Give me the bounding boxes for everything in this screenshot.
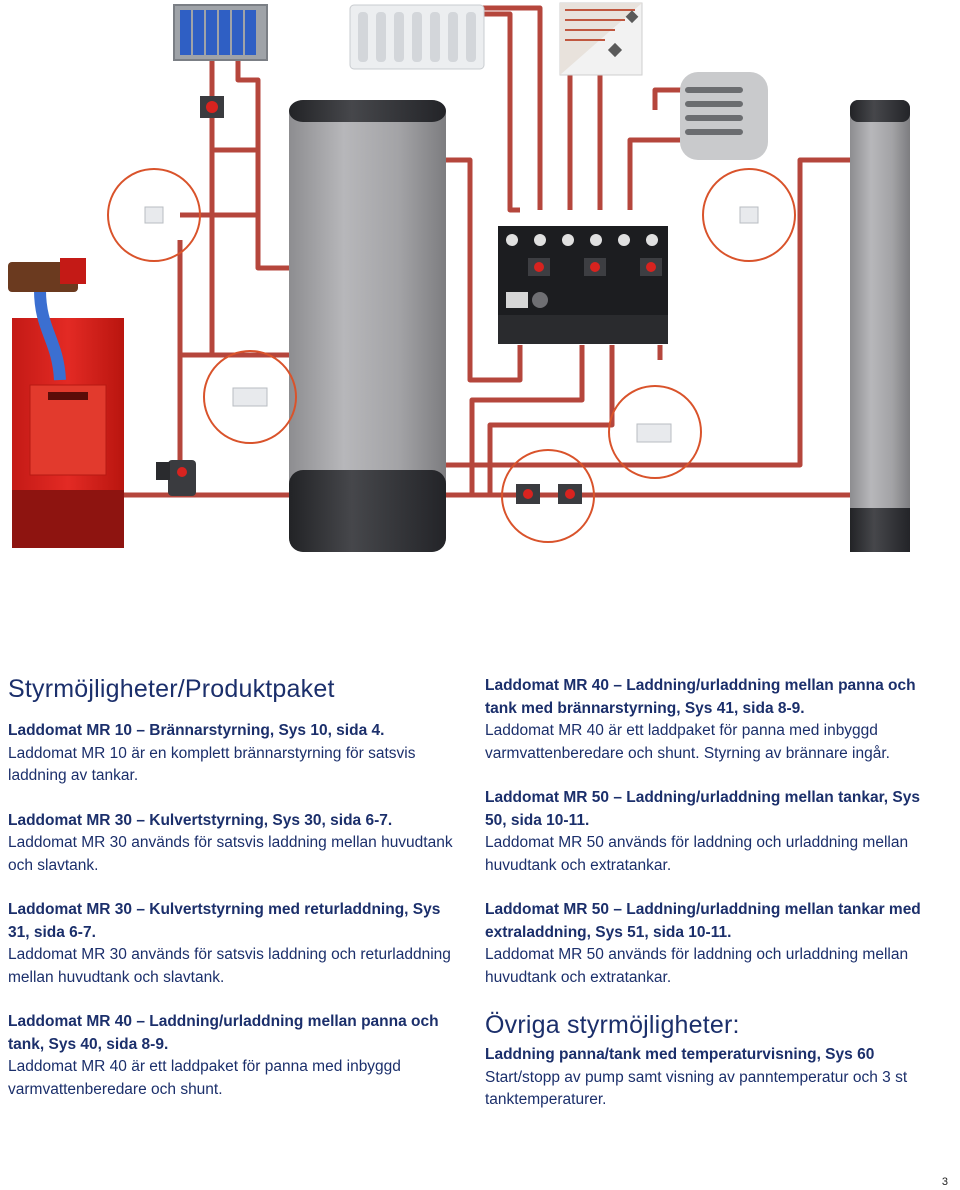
section-heading: Styrmöjligheter/Produktpaket xyxy=(8,675,335,703)
product-title: Laddomat MR 30 – Kulvertstyrning med ret… xyxy=(8,901,441,941)
solar-collector xyxy=(173,4,268,61)
product-title: Laddomat MR 10 – Brännarstyrning, Sys 10… xyxy=(8,722,385,739)
product-item-mr50: Laddomat MR 50 – Laddning/urladdning mel… xyxy=(485,787,945,877)
right-column: Laddomat MR 40 – Laddning/urladdning mel… xyxy=(485,675,945,1134)
product-title: Laddning panna/tank med temperaturvisnin… xyxy=(485,1046,875,1063)
product-title: Laddomat MR 50 – Laddning/urladdning mel… xyxy=(485,789,920,829)
main-tank xyxy=(289,100,446,552)
product-description: Laddomat MR 40 är ett laddpaket för pann… xyxy=(8,1058,401,1098)
product-description: Laddomat MR 10 är en komplett brännarsty… xyxy=(8,744,416,785)
product-item-mr40-burner: Laddomat MR 40 – Laddning/urladdning mel… xyxy=(485,675,945,765)
product-description: Start/stopp av pump samt visning av pann… xyxy=(485,1068,908,1109)
tank-pumps xyxy=(516,484,582,504)
left-column: Styrmöjligheter/Produktpaket Laddomat MR… xyxy=(8,675,458,1123)
product-title: Laddomat MR 50 – Laddning/urladdning mel… xyxy=(485,901,921,941)
radiator xyxy=(349,4,485,70)
product-description: Laddomat MR 30 används för satsvis laddn… xyxy=(8,946,451,986)
floor-heating xyxy=(559,2,643,76)
product-item-mr40: Laddomat MR 40 – Laddning/urladdning mel… xyxy=(8,1011,458,1101)
slave-tank xyxy=(850,100,910,552)
product-title: Laddomat MR 30 – Kulvertstyrning, Sys 30… xyxy=(8,811,393,829)
product-description: Laddomat MR 40 är ett laddpaket för pann… xyxy=(485,722,890,762)
product-description: Laddomat MR 50 används för laddning och … xyxy=(485,946,909,986)
product-item-sys60: Laddning panna/tank med temperaturvisnin… xyxy=(485,1044,945,1112)
boiler xyxy=(8,258,124,548)
product-item-mr30-return: Laddomat MR 30 – Kulvertstyrning med ret… xyxy=(8,899,458,989)
product-title: Laddomat MR 40 – Laddning/urladdning mel… xyxy=(8,1013,439,1053)
water-heater xyxy=(680,72,768,160)
solar-pump xyxy=(200,96,224,118)
pump-groups xyxy=(498,226,668,344)
product-item-mr10: Laddomat MR 10 – Brännarstyrning, Sys 10… xyxy=(8,720,458,788)
other-options-heading: Övriga styrmöjligheter: xyxy=(485,1011,740,1039)
product-item-mr30: Laddomat MR 30 – Kulvertstyrning, Sys 30… xyxy=(8,810,458,878)
sensor-rings xyxy=(107,168,796,543)
product-description: Laddomat MR 50 används för laddning och … xyxy=(485,834,909,874)
product-title: Laddomat MR 40 – Laddning/urladdning mel… xyxy=(485,677,916,717)
heating-system-illustration xyxy=(8,2,910,552)
product-description: Laddomat MR 30 används för satsvis laddn… xyxy=(8,834,453,874)
page-number: 3 xyxy=(941,1176,948,1188)
product-item-mr50-extra: Laddomat MR 50 – Laddning/urladdning mel… xyxy=(485,899,945,989)
sensors xyxy=(144,206,759,443)
charging-valve xyxy=(156,460,196,496)
